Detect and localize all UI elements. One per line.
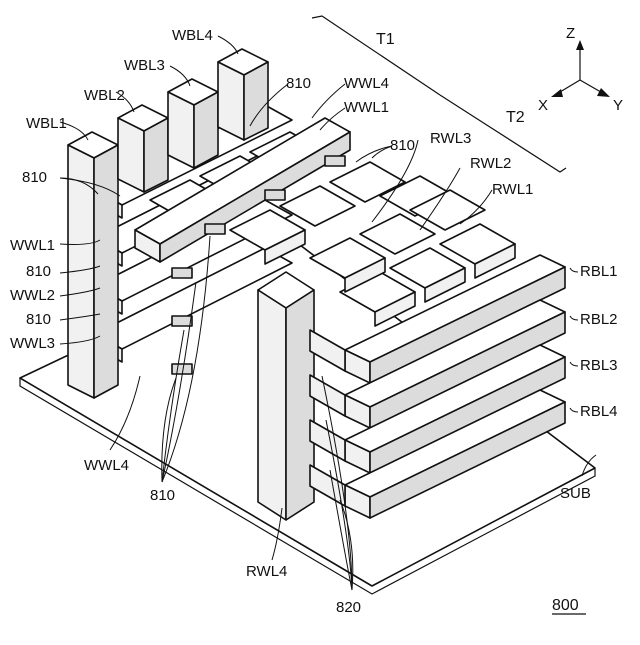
label-sub: SUB [560,485,591,502]
label-wwl3: WWL3 [10,335,55,352]
label-rbl2: RBL2 [580,311,618,328]
label-rbl1: RBL1 [580,263,618,280]
read-word-line-pillar [258,272,314,520]
axis-indicator [551,40,610,97]
axis-x-label: X [538,97,548,114]
label-rwl1: RWL1 [492,181,533,198]
label-820: 820 [336,599,361,616]
axis-z-label: Z [566,25,575,42]
label-rbl4: RBL4 [580,403,618,420]
region-t2-label: T2 [506,109,525,126]
label-810-top: 810 [286,75,311,92]
axis-y-label: Y [613,97,623,114]
label-rwl3: RWL3 [430,130,471,147]
label-wbl4: WBL4 [172,27,213,44]
label-wwl1: WWL1 [10,237,55,254]
label-810-left-2: 810 [26,263,51,280]
label-wwl4: WWL4 [84,457,129,474]
label-810-bottom: 810 [150,487,175,504]
label-rbl3: RBL3 [580,357,618,374]
label-wbl3: WBL3 [124,57,165,74]
label-wwl4-top: WWL4 [344,75,389,92]
label-810-left-3: 810 [26,311,51,328]
label-wwl2: WWL2 [10,287,55,304]
label-rwl4: RWL4 [246,563,287,580]
label-810-left-1: 810 [22,169,47,186]
label-wbl1: WBL1 [26,115,67,132]
label-wwl1-top: WWL1 [344,99,389,116]
figure-number: 800 [552,597,579,614]
label-810-mid: 810 [390,137,415,154]
label-rwl2: RWL2 [470,155,511,172]
region-t1-label: T1 [376,31,395,48]
label-wbl2: WBL2 [84,87,125,104]
